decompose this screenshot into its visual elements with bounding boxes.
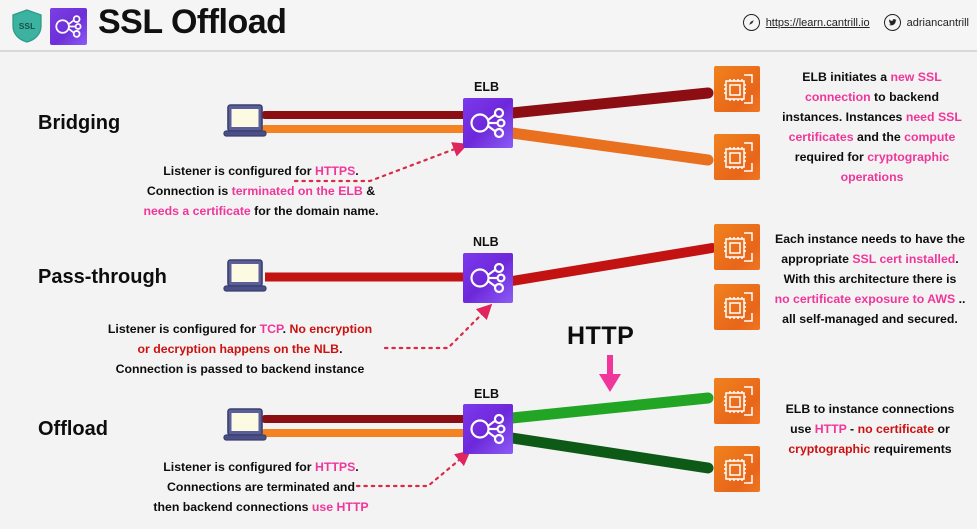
note-line: Connections are terminated and: [167, 479, 355, 494]
callout-arrow-passthrough: [383, 303, 493, 350]
lb-label-offload: ELB: [474, 387, 499, 401]
page-header: SSL SSL Offload: [0, 0, 977, 52]
elb-load-balancer-icon: [463, 404, 513, 454]
note-line: all self-managed and secured.: [782, 311, 958, 326]
twitter-link[interactable]: adriancantrill: [883, 14, 969, 31]
lb-label-passthrough: NLB: [473, 235, 499, 249]
note-line: Listener is configured for TCP. No encry…: [107, 322, 373, 336]
link-elb-instance2-bridging: [506, 127, 714, 166]
note-line: Listener is configured for HTTPS.: [163, 164, 359, 178]
svg-text:SSL: SSL: [19, 21, 36, 31]
note-line: certificates and the compute: [788, 129, 956, 144]
compass-browser-icon: [742, 14, 760, 31]
laptop-icon: [222, 257, 268, 297]
row-title-bridging: Bridging: [38, 112, 121, 134]
note-line: then backend connections use HTTP: [153, 499, 369, 514]
note-line: connection to backend: [805, 89, 939, 104]
down-arrow-icon: [599, 355, 621, 392]
note-line: Listener is configured for HTTPS.: [163, 460, 359, 474]
note-passthrough-left: Listener is configured for TCP. No encry…: [80, 320, 400, 380]
note-offload-right: ELB to instance connections use HTTP - no…: [768, 400, 972, 460]
twitter-handle-label: adriancantrill: [906, 16, 969, 29]
note-line: or decryption happens on the NLB.: [137, 341, 343, 356]
website-link-label: https://learn.cantrill.io: [765, 16, 870, 29]
laptop-icon: [222, 102, 268, 142]
note-line: cryptographic requirements: [788, 441, 952, 456]
page-title: SSL Offload: [98, 3, 287, 41]
note-line: ELB to instance connections: [785, 402, 955, 416]
note-line: appropriate SSL cert installed.: [781, 251, 959, 266]
note-line: no certificate exposure to AWS ..: [774, 291, 966, 306]
row-title-passthrough: Pass-through: [38, 266, 167, 288]
row-title-offload: Offload: [38, 418, 108, 440]
link-elb-instance1-offload: [506, 392, 714, 424]
note-line: operations: [840, 169, 904, 184]
note-bridging-left: Listener is configured for HTTPS. Connect…: [96, 162, 426, 222]
ec2-instance-icon: [714, 378, 760, 424]
note-line: ELB initiates a new SSL: [802, 70, 942, 84]
link-elb-instance1-bridging: [506, 87, 714, 119]
note-line: use HTTP - no certificate or: [790, 421, 950, 436]
link-elb-instance2-offload: [506, 432, 714, 474]
website-link[interactable]: https://learn.cantrill.io: [742, 14, 870, 31]
note-bridging-right: ELB initiates a new SSL connection to bac…: [772, 68, 972, 187]
note-line: Connection is terminated on the ELB &: [146, 183, 376, 198]
ec2-instance-icon: [714, 284, 760, 330]
elb-load-balancer-icon: [463, 98, 513, 148]
ec2-instance-icon: [714, 66, 760, 112]
note-line: Connection is passed to backend instance: [115, 361, 365, 376]
note-offload-left: Listener is configured for HTTPS. Connect…: [96, 458, 426, 518]
ec2-instance-icon: [714, 134, 760, 180]
twitter-bird-icon: [883, 14, 901, 31]
note-line: Each instance needs to have the: [775, 232, 965, 246]
link-nlb-instance1-passthrough: [507, 243, 717, 286]
ssl-shield-icon: SSL: [10, 8, 44, 44]
note-line: With this architecture there is: [783, 271, 957, 286]
nlb-load-balancer-icon: [463, 253, 513, 303]
header-links: https://learn.cantrill.io adriancantrill: [742, 14, 969, 31]
note-line: required for cryptographic: [794, 149, 950, 164]
note-line: needs a certificate for the domain name.: [143, 203, 379, 218]
laptop-icon: [222, 406, 268, 446]
note-line: instances. Instances need SSL: [782, 109, 962, 124]
elb-load-balancer-icon: [50, 8, 87, 45]
note-passthrough-right: Each instance needs to have the appropria…: [766, 230, 974, 330]
lb-label-bridging: ELB: [474, 80, 499, 94]
http-callout-label: HTTP: [567, 322, 635, 350]
ec2-instance-icon: [714, 224, 760, 270]
ec2-instance-icon: [714, 446, 760, 492]
